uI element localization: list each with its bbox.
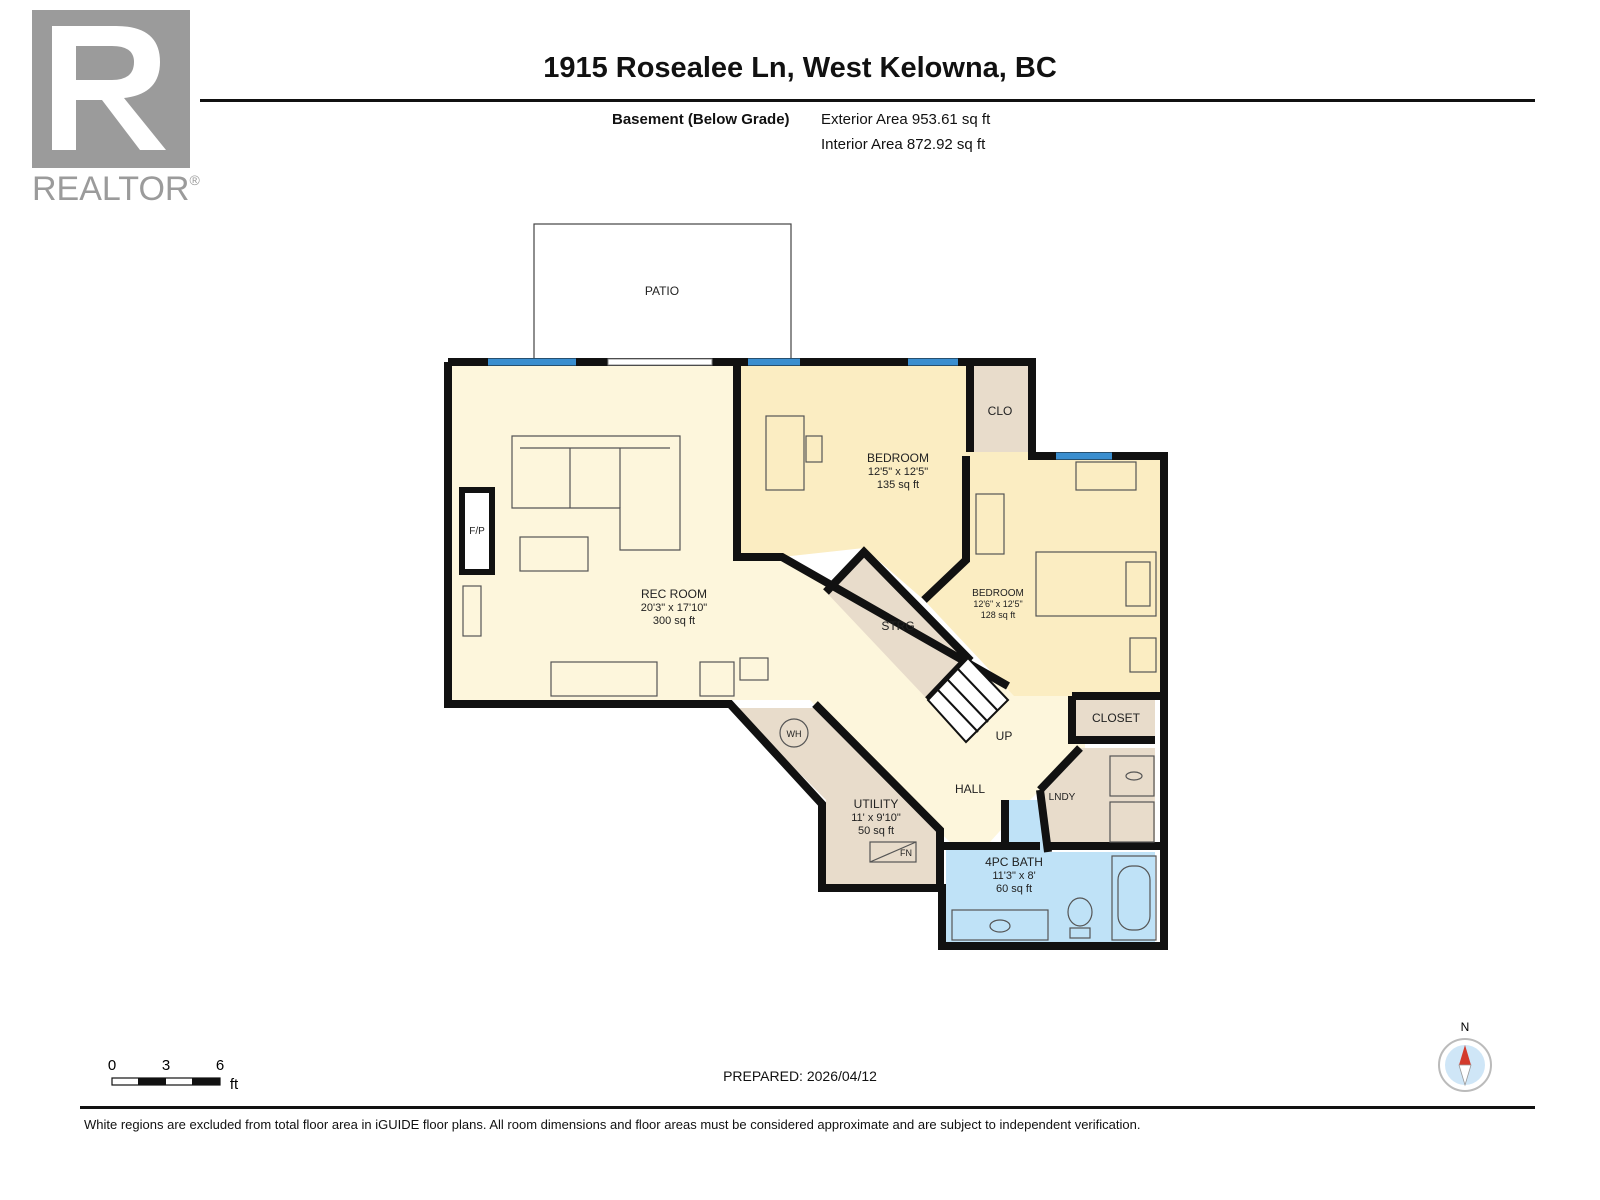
fireplace-label: F/P [469, 526, 485, 537]
north-compass-icon: N [1438, 1020, 1492, 1092]
bedroom-2-dims: 12'6" x 12'5" [973, 599, 1022, 609]
lndy-label: LNDY [1049, 792, 1076, 803]
prepared-date: PREPARED: 2026/04/12 [723, 1068, 877, 1084]
patio-area [533, 223, 792, 361]
bedroom-2-floor [924, 452, 1160, 696]
scale-tick-3: 3 [162, 1057, 170, 1074]
scale-unit: ft [230, 1076, 239, 1093]
compass-north-label: N [1461, 1020, 1470, 1034]
fireplace [459, 487, 495, 575]
bedroom-2-name: BEDROOM [972, 588, 1024, 599]
clo-floor [970, 366, 1030, 452]
bedroom-1-name: BEDROOM [867, 451, 929, 465]
rec-room-dims: 20'3" x 17'10" [641, 602, 708, 614]
rec-room-area: 300 sq ft [653, 615, 695, 627]
utility-area: 50 sq ft [858, 825, 894, 837]
furniture [462, 415, 1157, 941]
bedroom-1-floor [737, 366, 970, 600]
scale-tick-0: 0 [108, 1057, 116, 1074]
utility-floor [735, 708, 940, 884]
closet-floor [1076, 700, 1155, 740]
bath-dims: 11'3" x 8' [992, 870, 1035, 882]
furnace-label: FN [900, 848, 912, 858]
exterior-area: Exterior Area 953.61 sq ft [821, 111, 991, 128]
property-address: 1915 Rosealee Ln, West Kelowna, BC [543, 52, 1057, 84]
strg-label: STRG [881, 619, 914, 633]
bath-area: 60 sq ft [996, 883, 1032, 895]
clo-label: CLO [988, 404, 1013, 418]
disclaimer-text: White regions are excluded from total fl… [84, 1117, 1141, 1132]
patio-sliding-door [607, 358, 713, 366]
bedroom-1-area: 135 sq ft [877, 479, 919, 491]
bath-name: 4PC BATH [985, 855, 1043, 869]
bedroom-2-area: 128 sq ft [981, 610, 1016, 620]
lndy-floor [1040, 748, 1155, 845]
hall-label: HALL [955, 782, 985, 796]
water-heater-label: WH [787, 729, 802, 739]
bath-floor [946, 800, 1155, 942]
registered-mark: ® [189, 172, 200, 188]
utility-dims: 11' x 9'10" [851, 812, 901, 824]
staircase [926, 656, 1010, 744]
realtor-r-icon [52, 26, 166, 150]
rec-room-name: REC ROOM [641, 587, 707, 601]
closet-label: CLOSET [1092, 711, 1141, 725]
realtor-text: REALTOR [32, 170, 190, 208]
stairs-up-label: UP [996, 729, 1013, 743]
realtor-wordmark: REALTOR® [32, 170, 200, 209]
interior-area: Interior Area 872.92 sq ft [821, 136, 986, 153]
utility-name: UTILITY [854, 797, 899, 811]
patio-label: PATIO [645, 284, 679, 298]
scale-tick-6: 6 [216, 1057, 224, 1074]
footer-divider [80, 1106, 1535, 1109]
floor-level-label: Basement (Below Grade) [612, 111, 790, 128]
scale-bar: 0 3 6 ft [108, 1057, 239, 1093]
walls [444, 358, 1168, 950]
bedroom-1-dims: 12'5" x 12'5" [868, 466, 928, 478]
windows [488, 358, 1112, 460]
header-divider [200, 99, 1535, 102]
